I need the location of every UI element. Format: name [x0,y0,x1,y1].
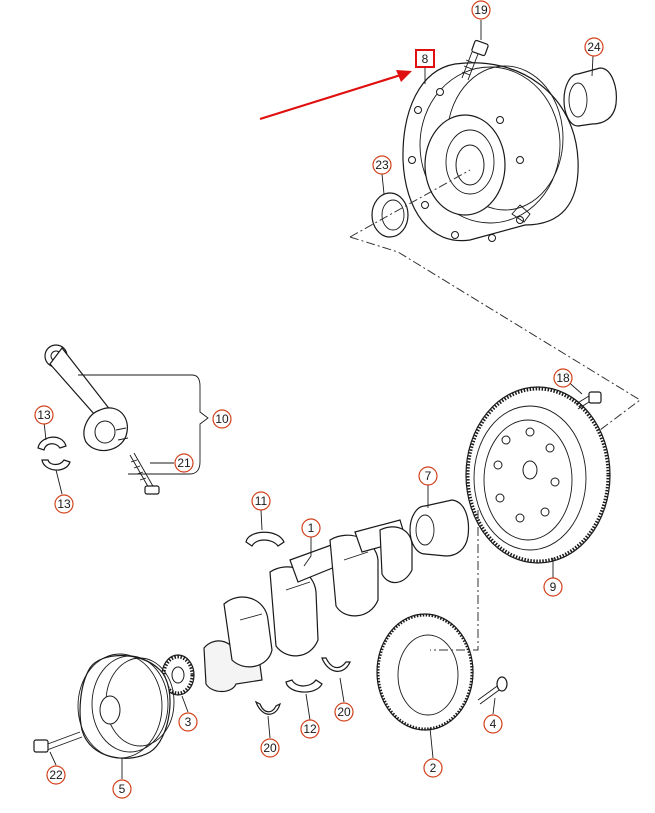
sprocket-ring-2 [376,613,474,731]
svg-text:19: 19 [474,3,488,17]
callout-5: 5 [112,779,132,799]
svg-text:21: 21 [177,456,191,470]
callout-20-right: 20 [334,702,354,722]
callout-13-lower: 13 [54,494,74,514]
svg-text:7: 7 [425,469,432,483]
centerline-top [349,169,641,431]
svg-text:20: 20 [337,705,351,719]
bolt-4 [477,676,508,705]
svg-text:23: 23 [375,158,389,172]
bearing-shell-13-upper [37,436,67,451]
needle-bearing-24 [563,67,617,127]
callout-12: 12 [300,719,320,739]
bearing-7 [409,499,470,557]
callout-3: 3 [178,712,198,732]
callout-11: 11 [251,491,271,511]
svg-text:22: 22 [49,768,63,782]
drive-plate [402,62,579,242]
svg-text:5: 5 [119,782,126,796]
svg-text:13: 13 [37,408,51,422]
callout-22: 22 [46,765,66,785]
svg-text:12: 12 [303,722,317,736]
main-bearing-shell-11 [245,531,285,547]
svg-text:1: 1 [308,521,315,535]
bolt-18 [575,391,602,410]
svg-text:8: 8 [422,52,429,66]
bolt-19 [461,39,489,81]
callout-19: 19 [471,0,491,20]
svg-text:9: 9 [550,580,557,594]
leader-lines [43,20,594,779]
svg-text:13: 13 [57,497,71,511]
callout-8-highlighted: 8 [415,49,435,68]
flywheel [465,386,611,564]
svg-text:10: 10 [215,412,229,426]
thrust-washer-20-right [321,657,351,672]
callout-21: 21 [174,453,194,473]
main-bearing-shell-12 [285,679,323,693]
callout-13-upper: 13 [34,405,54,425]
bolt-22 [33,731,83,753]
thrust-washer-20-left [254,700,281,715]
bracket-10 [78,374,209,475]
highlight-arrow [259,70,412,121]
callout-7: 7 [418,466,438,486]
crank-pulley-5 [77,653,175,759]
callout-10: 10 [212,409,232,429]
rod-bolt-21 [129,452,160,495]
callout-1: 1 [301,518,321,538]
centerline-flywheel [430,510,479,651]
callout-20-left: 20 [260,738,280,758]
timing-gear-3 [161,654,195,696]
crankshaft [203,519,413,693]
callout-23: 23 [372,155,392,175]
bearing-shell-13-lower [41,459,71,471]
svg-text:3: 3 [185,715,192,729]
svg-text:11: 11 [255,494,268,508]
svg-text:4: 4 [490,717,497,731]
callout-24: 24 [584,37,604,57]
svg-text:18: 18 [556,371,570,385]
callout-4: 4 [483,714,503,734]
svg-text:20: 20 [263,741,277,755]
svg-text:2: 2 [430,761,437,775]
callout-2: 2 [423,758,443,778]
callout-9: 9 [543,577,563,597]
svg-text:24: 24 [587,40,601,54]
seal-ring-23 [371,192,409,238]
connecting-rod [44,344,129,452]
callout-18: 18 [553,368,573,388]
